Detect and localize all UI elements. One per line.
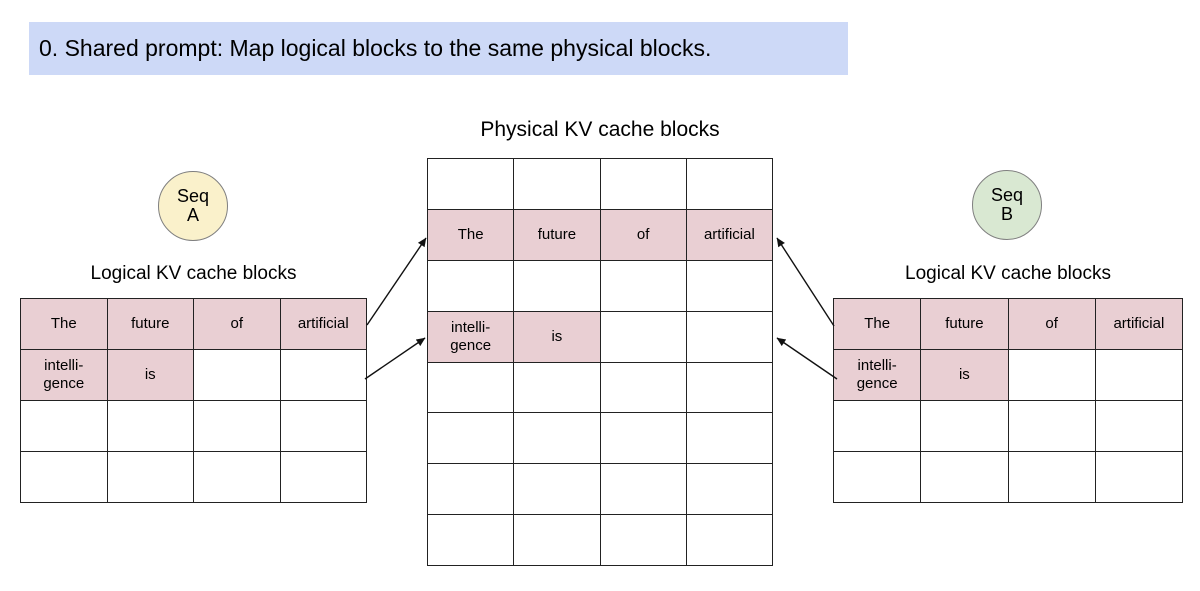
table-cell: is: [107, 350, 194, 401]
table-cell: artificial: [686, 209, 773, 261]
table-cell: [107, 401, 194, 452]
table-cell: [514, 464, 601, 516]
table-cell: [280, 452, 367, 503]
table-cell: [428, 362, 515, 414]
seq-b-label-line2: B: [1000, 204, 1013, 224]
table-cell: [107, 452, 194, 503]
table-cell: [194, 452, 281, 503]
seq-a-badge: Seq A: [158, 171, 228, 241]
seq-a-label-line1: Seq: [176, 186, 210, 206]
table-cell: is: [921, 350, 1009, 401]
table-cell: [600, 159, 687, 210]
table-cell: [280, 350, 367, 401]
table-cell: [921, 401, 1009, 452]
table-cell: [600, 311, 687, 363]
table-cell: [428, 464, 515, 516]
table-cell: [514, 413, 601, 465]
table-cell: intelli- gence: [428, 311, 515, 363]
table-cell: [686, 413, 773, 465]
table-cell: [1095, 350, 1183, 401]
table-cell: [600, 413, 687, 465]
table-cell: future: [514, 209, 601, 261]
table-cell: of: [600, 209, 687, 261]
table-cell: is: [514, 311, 601, 363]
logical-table-b-title: Logical KV cache blocks: [905, 263, 1111, 284]
table-cell: [1008, 401, 1096, 452]
table-cell: [834, 401, 922, 452]
table-cell: [428, 159, 515, 210]
table-cell: future: [921, 299, 1009, 350]
arrow-seq-b-block1: [776, 337, 838, 380]
seq-b-badge: Seq B: [972, 170, 1042, 240]
table-cell: [1008, 452, 1096, 503]
arrow-seq-b-block0: [776, 237, 835, 327]
arrow-seq-a-block0: [366, 237, 427, 326]
title-banner: 0. Shared prompt: Map logical blocks to …: [29, 22, 848, 75]
table-cell: [686, 464, 773, 516]
table-cell: [194, 401, 281, 452]
table-cell: [514, 515, 601, 566]
seq-a-label-line2: A: [186, 205, 199, 225]
table-cell: [428, 260, 515, 312]
table-cell: [686, 311, 773, 363]
table-cell: intelli- gence: [834, 350, 922, 401]
table-cell: [428, 515, 515, 566]
table-cell: artificial: [280, 299, 367, 350]
table-cell: [686, 260, 773, 312]
table-cell: [1095, 452, 1183, 503]
table-cell: The: [21, 299, 108, 350]
table-cell: [514, 362, 601, 414]
table-cell: [600, 515, 687, 566]
table-cell: The: [834, 299, 922, 350]
table-cell: [1095, 401, 1183, 452]
seq-b-label-line1: Seq: [990, 185, 1024, 205]
table-cell: future: [107, 299, 194, 350]
table-cell: [600, 464, 687, 516]
table-cell: of: [1008, 299, 1096, 350]
banner-text: 0. Shared prompt: Map logical blocks to …: [39, 35, 712, 61]
table-cell: [600, 362, 687, 414]
arrow-seq-a-block1: [364, 337, 426, 380]
table-cell: [514, 260, 601, 312]
logical-table-a-title: Logical KV cache blocks: [90, 263, 297, 284]
table-cell: [21, 452, 108, 503]
table-cell: [514, 159, 601, 210]
table-cell: The: [428, 209, 515, 261]
table-cell: [194, 350, 281, 401]
table-cell: [21, 401, 108, 452]
table-cell: intelli- gence: [21, 350, 108, 401]
table-cell: [280, 401, 367, 452]
table-cell: artificial: [1095, 299, 1183, 350]
table-cell: [428, 413, 515, 465]
table-cell: [686, 159, 773, 210]
table-cell: [1008, 350, 1096, 401]
table-cell: [921, 452, 1009, 503]
table-cell: of: [194, 299, 281, 350]
table-cell: [834, 452, 922, 503]
physical-table-title: Physical KV cache blocks: [480, 118, 720, 141]
table-cell: [600, 260, 687, 312]
table-cell: [686, 515, 773, 566]
table-cell: [686, 362, 773, 414]
